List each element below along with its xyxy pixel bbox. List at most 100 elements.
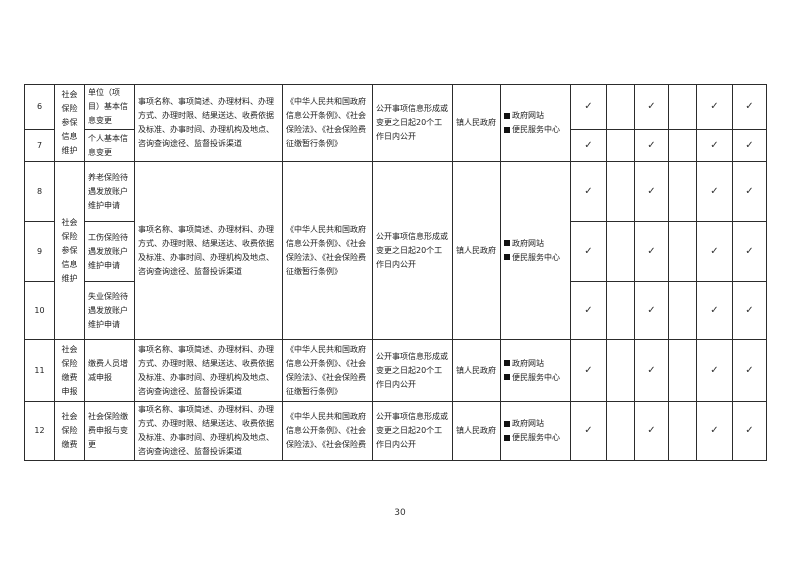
item-cell: 工伤保险待遇发放账户维护申请 (84, 221, 135, 282)
row-number: 6 (24, 84, 55, 130)
empty-cell (668, 401, 697, 461)
timing-cell: 公开事项信息形成或变更之日起20个工作日内公开 (372, 84, 453, 162)
check-icon: ✓ (732, 401, 767, 461)
timing-cell: 公开事项信息形成或变更之日起20个工作日内公开 (372, 161, 453, 340)
square-bullet-icon (504, 112, 510, 119)
basis-cell: 《中华人民共和国政府信息公开条例》、《社会保险法》、《社会保险费征缴暂行条例》 (282, 339, 373, 402)
content-cell: 事项名称、事项简述、办理材料、办理方式、办理时限、结果送达、收费依据及标准、办事… (134, 84, 283, 162)
subject-cell: 镇人民政府 (452, 161, 501, 340)
basis-cell: 《中华人民共和国政府信息公开条例》、《社会保险法》、《社会保险费征缴暂行条例》 (282, 161, 373, 340)
square-bullet-icon (504, 434, 510, 441)
table-row: 7 个人基本信息变更 ✓ ✓ ✓ ✓ (24, 129, 767, 162)
subject-cell: 镇人民政府 (452, 84, 501, 162)
empty-cell (606, 339, 635, 402)
channel-item: 政府网站 (504, 237, 567, 251)
category-cell: 社会保险缴费 (54, 401, 85, 461)
empty-cell (668, 161, 697, 222)
row-number: 8 (24, 161, 55, 222)
check-icon: ✓ (570, 339, 607, 402)
row-number: 7 (24, 129, 55, 162)
item-cell: 个人基本信息变更 (84, 129, 135, 162)
check-icon: ✓ (696, 84, 733, 130)
check-icon: ✓ (696, 339, 733, 402)
category-cell: 社会保险参保信息维护 (54, 161, 85, 340)
check-icon: ✓ (570, 129, 607, 162)
row-number: 11 (24, 339, 55, 402)
check-icon: ✓ (732, 129, 767, 162)
empty-cell (668, 221, 697, 282)
check-icon: ✓ (696, 401, 733, 461)
page-number: 30 (394, 508, 406, 518)
square-bullet-icon (504, 240, 510, 246)
check-icon: ✓ (696, 221, 733, 282)
check-icon: ✓ (732, 84, 767, 130)
empty-cell (606, 221, 635, 282)
table-row: 8 社会保险参保信息维护 养老保险待遇发放账户维护申请 事项名称、事项简述、办理… (24, 161, 767, 340)
channel-cell: 政府网站 便民服务中心 (500, 339, 571, 402)
square-bullet-icon (504, 360, 510, 366)
row-number: 12 (24, 401, 55, 461)
channel-item: 政府网站 (504, 357, 567, 371)
check-icon: ✓ (696, 281, 733, 340)
timing-cell: 公开事项信息形成或变更之日起20个工作日内公开 (372, 401, 453, 461)
check-icon: ✓ (634, 339, 669, 402)
empty-cell (606, 129, 635, 162)
channel-item: 便民服务中心 (504, 371, 567, 385)
square-bullet-icon (504, 126, 510, 133)
channel-item: 便民服务中心 (504, 251, 567, 265)
check-icon: ✓ (570, 221, 607, 282)
category-cell: 社会保险参保信息维护 (54, 84, 85, 162)
square-bullet-icon (504, 374, 510, 380)
content-cell: 事项名称、事项简述、办理材料、办理方式、办理时限、结果送达、收费依据及标准、办事… (134, 161, 283, 340)
basis-cell: 《中华人民共和国政府信息公开条例》、《社会保险法》、《社会保险费征缴暂行条例》 (282, 84, 373, 162)
item-cell: 单位（项目）基本信息变更 (84, 84, 135, 130)
channel-cell: 政府网站 便民服务中心 (500, 401, 571, 461)
table-row: 11 社会保险缴费申报 缴费人员增减申报 事项名称、事项简述、办理材料、办理方式… (24, 339, 767, 402)
empty-cell (668, 339, 697, 402)
item-cell: 缴费人员增减申报 (84, 339, 135, 402)
check-icon: ✓ (634, 161, 669, 222)
check-icon: ✓ (634, 221, 669, 282)
disclosure-table: 6 社会保险参保信息维护 单位（项目）基本信息变更 事项名称、事项简述、办理材料… (24, 84, 767, 461)
table-row: 12 社会保险缴费 社会保险缴费申报与变更 事项名称、事项简述、办理材料、办理方… (24, 401, 767, 461)
check-icon: ✓ (570, 401, 607, 461)
check-icon: ✓ (732, 281, 767, 340)
row-number: 10 (24, 281, 55, 340)
channel-item: 便民服务中心 (504, 431, 567, 445)
check-icon: ✓ (570, 161, 607, 222)
empty-cell (668, 84, 697, 130)
table-row: 6 社会保险参保信息维护 单位（项目）基本信息变更 事项名称、事项简述、办理材料… (24, 84, 767, 162)
empty-cell (668, 281, 697, 340)
check-icon: ✓ (732, 221, 767, 282)
check-icon: ✓ (634, 129, 669, 162)
subject-cell: 镇人民政府 (452, 401, 501, 461)
square-bullet-icon (504, 420, 510, 427)
basis-cell: 《中华人民共和国政府信息公开条例》、《社会保险法》、《社会保险费 (282, 401, 373, 461)
check-icon: ✓ (570, 84, 607, 130)
check-icon: ✓ (570, 281, 607, 340)
subject-cell: 镇人民政府 (452, 339, 501, 402)
category-cell: 社会保险缴费申报 (54, 339, 85, 402)
check-icon: ✓ (634, 84, 669, 130)
content-cell: 事项名称、事项简述、办理材料、办理方式、办理时限、结果送达、收费依据及标准、办事… (134, 401, 283, 461)
empty-cell (668, 129, 697, 162)
channel-item: 政府网站 (504, 109, 567, 123)
check-icon: ✓ (732, 161, 767, 222)
check-icon: ✓ (696, 161, 733, 222)
empty-cell (606, 161, 635, 222)
item-cell: 养老保险待遇发放账户维护申请 (84, 161, 135, 222)
content-cell: 事项名称、事项简述、办理材料、办理方式、办理时限、结果送达、收费依据及标准、办事… (134, 339, 283, 402)
empty-cell (606, 401, 635, 461)
channel-item: 便民服务中心 (504, 123, 567, 137)
item-cell: 失业保险待遇发放账户维护申请 (84, 281, 135, 340)
row-number: 9 (24, 221, 55, 282)
item-cell: 社会保险缴费申报与变更 (84, 401, 135, 461)
empty-cell (606, 84, 635, 130)
channel-item: 政府网站 (504, 417, 567, 431)
timing-cell: 公开事项信息形成或变更之日起20个工作日内公开 (372, 339, 453, 402)
channel-cell: 政府网站 便民服务中心 (500, 84, 571, 162)
check-icon: ✓ (696, 129, 733, 162)
square-bullet-icon (504, 254, 510, 260)
empty-cell (606, 281, 635, 340)
check-icon: ✓ (732, 339, 767, 402)
